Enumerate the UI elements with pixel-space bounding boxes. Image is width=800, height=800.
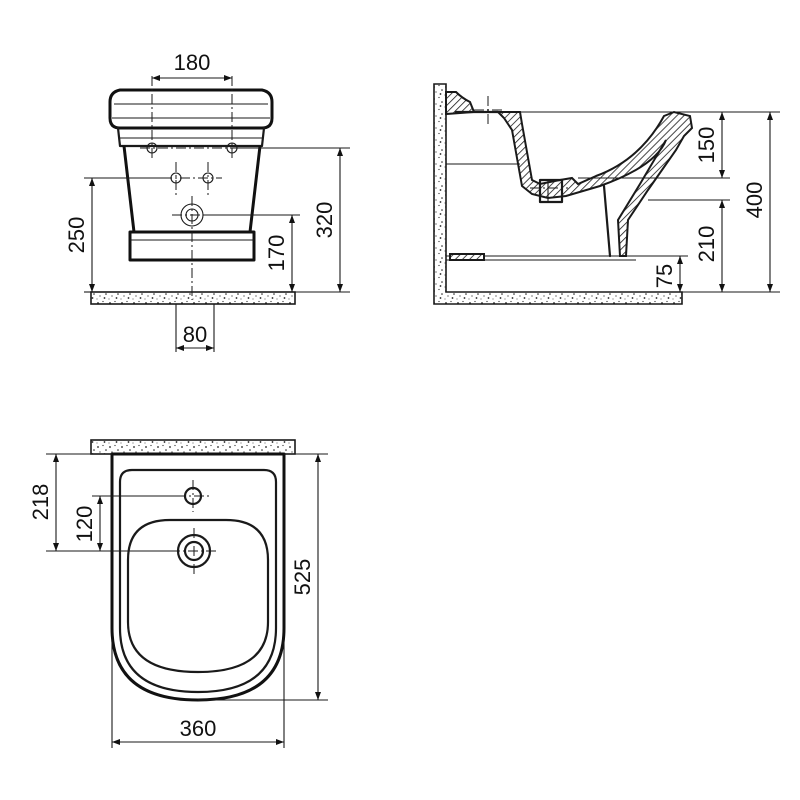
front-dim-hole-spacing: 180 [152,50,232,81]
label-180: 180 [174,50,211,75]
front-dim-inlet-height: 250 [64,177,170,293]
label-400: 400 [742,182,767,219]
label-150: 150 [694,127,719,164]
front-dim-outlet-offset: 80 [175,304,215,352]
top-bowl [126,518,270,674]
front-dim-fixing-height: 320 [236,147,350,293]
label-320: 320 [312,202,337,239]
top-dim-width: 360 [111,640,285,748]
side-dim-fixing-height: 210 [648,199,730,292]
front-dim-outlet-height: 170 [204,214,300,292]
label-75: 75 [652,264,677,288]
top-outlet [170,528,218,576]
top-view: 218 120 525 360 [28,439,328,748]
label-210: 210 [694,226,719,263]
side-bidet-section [445,91,694,261]
label-120: 120 [72,506,97,543]
side-view: 150 400 210 75 [433,83,780,305]
label-360: 360 [180,716,217,741]
front-floor [90,291,296,305]
front-view: 180 320 170 250 [64,50,350,352]
front-centre-lines [140,76,246,300]
top-dim-projection: 525 [198,453,328,701]
label-525: 525 [290,559,315,596]
label-250: 250 [64,217,89,254]
top-dim-outlet-distance: 120 [72,495,185,551]
front-bidet-body [108,88,274,262]
label-80: 80 [183,322,207,347]
top-dim-tap-hole-distance: 218 [28,453,178,552]
label-218: 218 [28,484,53,521]
side-dim-total-height: 400 [682,111,780,293]
top-wall [90,439,296,455]
front-fixing-holes [146,142,238,227]
label-170: 170 [264,235,289,272]
side-dim-floor-gap: 75 [636,255,688,292]
